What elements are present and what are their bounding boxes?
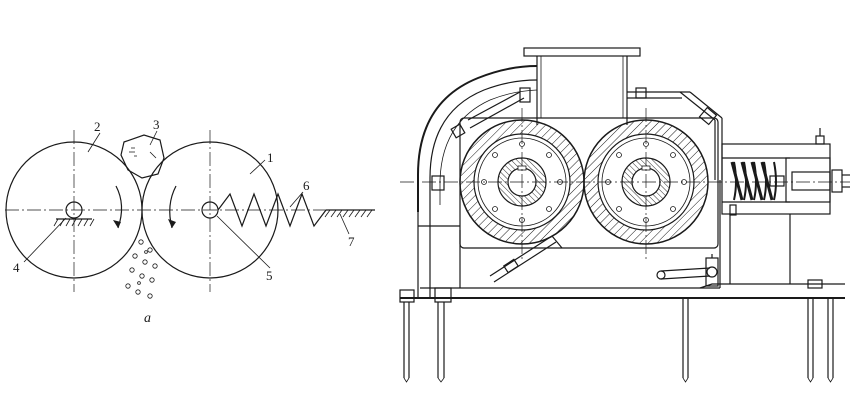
feed-lump bbox=[120, 134, 165, 179]
callout-5: 5 bbox=[266, 268, 273, 283]
roll-crusher-assembly bbox=[399, 47, 850, 383]
curved-guard bbox=[417, 65, 538, 212]
feed-hopper bbox=[523, 47, 641, 125]
spring-assembly bbox=[721, 128, 850, 216]
callout-4: 4 bbox=[13, 260, 20, 275]
base-frame bbox=[399, 214, 845, 303]
foundation-bolts bbox=[403, 298, 834, 383]
callout-1: 1 bbox=[267, 150, 274, 165]
callout-2: 2 bbox=[94, 119, 101, 134]
discharge-guide bbox=[489, 235, 563, 283]
callout-7: 7 bbox=[348, 234, 355, 249]
callout-6: 6 bbox=[303, 178, 310, 193]
roll-crusher-schematic: 1 2 3 4 5 6 7 a bbox=[5, 117, 375, 326]
spring-zigzag bbox=[217, 192, 327, 228]
crushed-particles bbox=[125, 239, 158, 299]
adjusting-lever bbox=[656, 254, 719, 287]
right-roll bbox=[141, 141, 279, 279]
callout-3: 3 bbox=[153, 117, 160, 132]
fixed-bearing-shaft bbox=[65, 201, 83, 219]
frame-hatch bbox=[324, 209, 373, 218]
figure-caption: a bbox=[144, 311, 151, 326]
